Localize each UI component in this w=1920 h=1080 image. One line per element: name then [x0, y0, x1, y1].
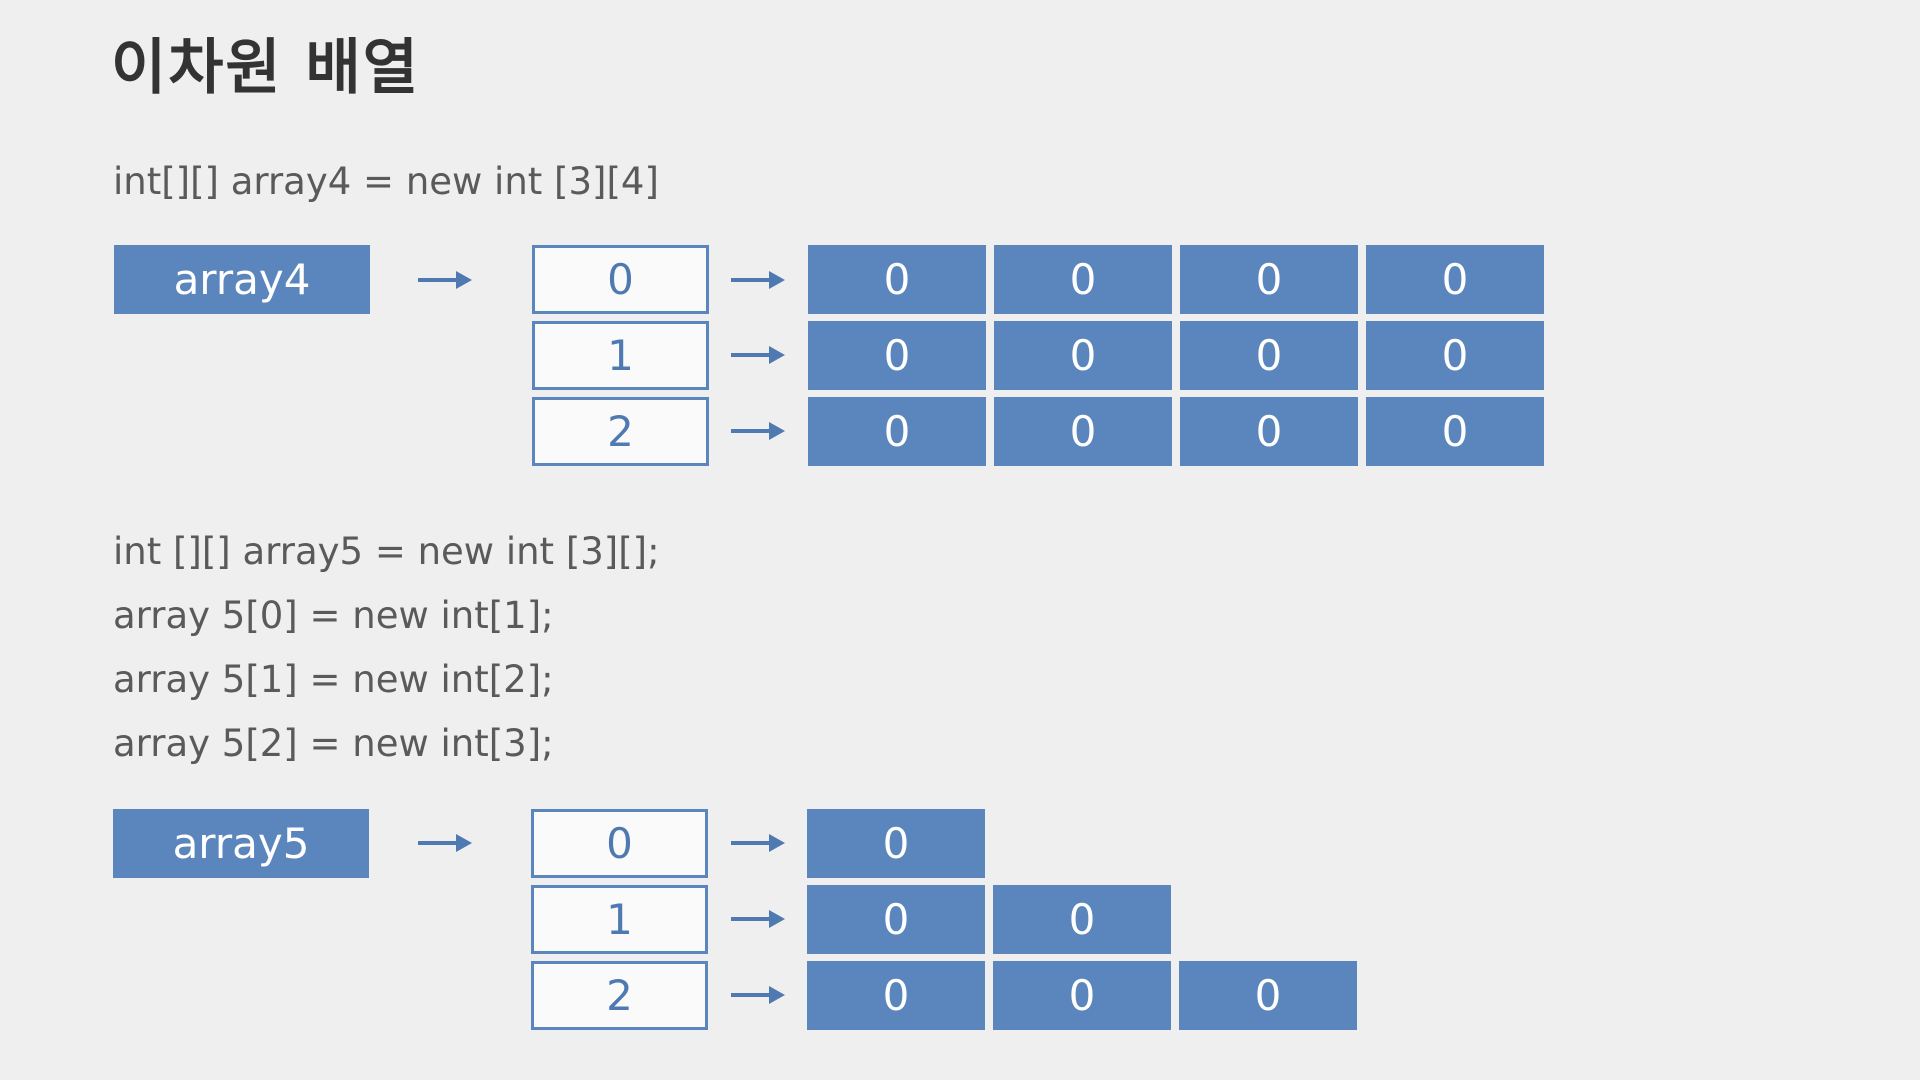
array4-cell-2-2: 0 — [1180, 397, 1358, 466]
page-title: 이차원 배열 — [111, 33, 420, 103]
array4-index-box-0: 0 — [532, 245, 709, 314]
array5-cell-2-1: 0 — [993, 961, 1171, 1030]
array4-index-box-1: 1 — [532, 321, 709, 390]
code-line-array5-row-2: array 5[2] = new int[3]; — [113, 722, 554, 765]
array5-cell-2-0: 0 — [807, 961, 985, 1030]
array4-variable-box: array4 — [114, 245, 370, 314]
array4-index-box-2: 2 — [532, 397, 709, 466]
array4-cell-0-0: 0 — [808, 245, 986, 314]
array4-cell-2-0: 0 — [808, 397, 986, 466]
right-arrow-icon — [731, 271, 785, 289]
array4-cell-0-1: 0 — [994, 245, 1172, 314]
right-arrow-icon — [418, 834, 472, 852]
array4-cell-2-1: 0 — [994, 397, 1172, 466]
right-arrow-icon — [731, 422, 785, 440]
code-line-array4-declaration: int[][] array4 = new int [3][4] — [113, 160, 659, 203]
array5-variable-box: array5 — [113, 809, 369, 878]
array4-cell-1-1: 0 — [994, 321, 1172, 390]
array4-cell-0-3: 0 — [1366, 245, 1544, 314]
array4-cell-1-2: 0 — [1180, 321, 1358, 390]
array5-cell-1-0: 0 — [807, 885, 985, 954]
array4-cell-2-3: 0 — [1366, 397, 1544, 466]
right-arrow-icon — [731, 910, 785, 928]
right-arrow-icon — [731, 986, 785, 1004]
code-line-array5-row-0: array 5[0] = new int[1]; — [113, 594, 554, 637]
array5-cell-0-0: 0 — [807, 809, 985, 878]
array4-cell-1-3: 0 — [1366, 321, 1544, 390]
code-line-array5-row-1: array 5[1] = new int[2]; — [113, 658, 554, 701]
array5-index-box-2: 2 — [531, 961, 708, 1030]
array5-cell-2-2: 0 — [1179, 961, 1357, 1030]
array5-index-box-0: 0 — [531, 809, 708, 878]
array5-index-box-1: 1 — [531, 885, 708, 954]
array4-cell-1-0: 0 — [808, 321, 986, 390]
code-line-array5-declaration: int [][] array5 = new int [3][]; — [113, 530, 660, 573]
array4-cell-0-2: 0 — [1180, 245, 1358, 314]
right-arrow-icon — [731, 834, 785, 852]
right-arrow-icon — [731, 346, 785, 364]
right-arrow-icon — [418, 271, 472, 289]
array5-cell-1-1: 0 — [993, 885, 1171, 954]
